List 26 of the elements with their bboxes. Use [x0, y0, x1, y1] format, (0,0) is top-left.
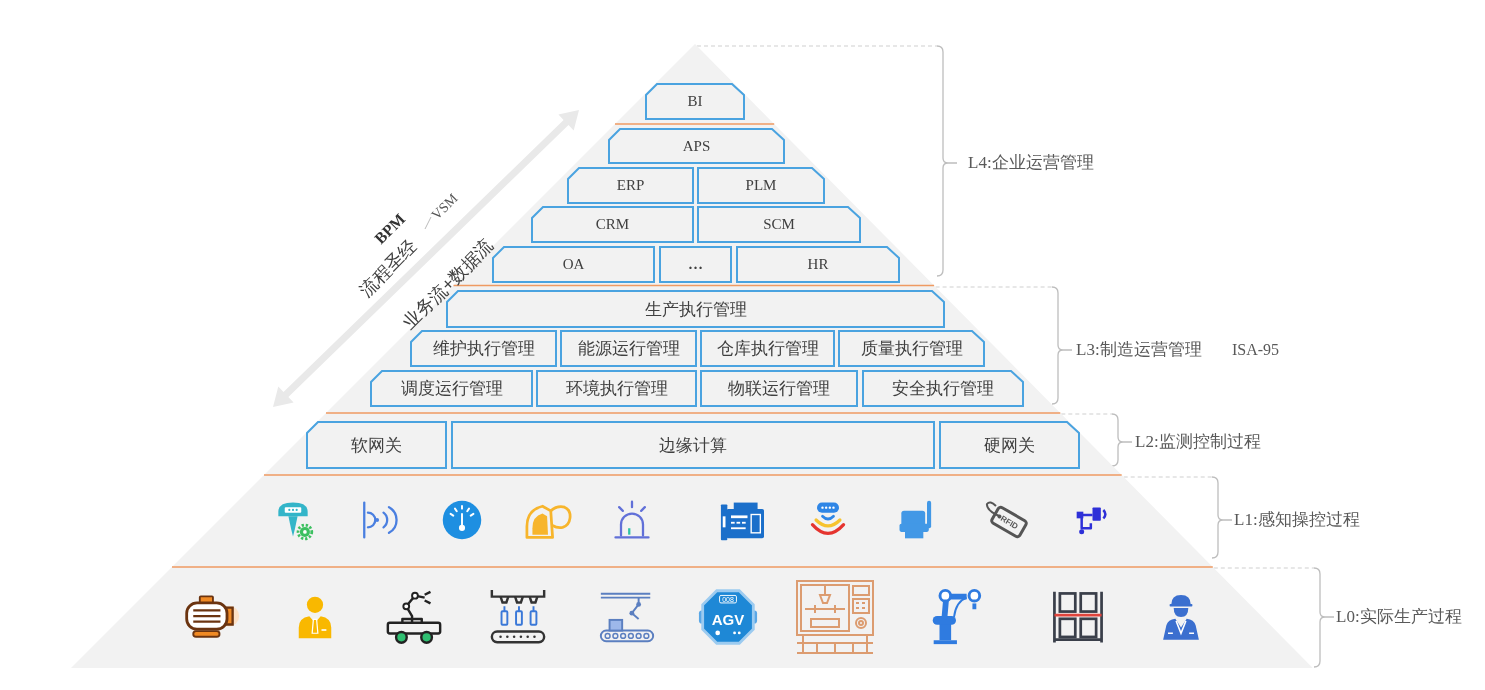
module-box: 调度运行管理: [370, 370, 533, 407]
module-box: BI: [645, 83, 745, 120]
module-box: 物联运行管理: [700, 370, 858, 407]
module-box: 安全执行管理: [862, 370, 1024, 407]
module-box: 维护执行管理: [410, 330, 557, 367]
module-box: CRM: [531, 206, 694, 243]
module-box: 软网关: [306, 421, 447, 469]
standard-label: ISA-95: [1232, 341, 1280, 359]
module-box: APS: [608, 128, 785, 164]
tier-label: L2:监测控制过程: [1135, 432, 1261, 452]
module-box: …: [659, 246, 732, 283]
module-box: 质量执行管理: [838, 330, 985, 367]
module-box: PLM: [697, 167, 825, 204]
tier-label: L1:感知操控过程: [1234, 510, 1360, 530]
module-box: SCM: [697, 206, 861, 243]
module-box: HR: [736, 246, 900, 283]
tier-label: L0:实际生产过程: [1336, 607, 1462, 627]
module-box: 硬网关: [939, 421, 1080, 469]
badge-text: AGV: [711, 611, 745, 627]
module-box: 仓库执行管理: [700, 330, 835, 367]
module-box: 边缘计算: [451, 421, 935, 469]
module-box: 能源运行管理: [560, 330, 697, 367]
tier-label: L4:企业运营管理: [968, 153, 1094, 173]
tier-label: L3:制造运营管理: [1076, 340, 1202, 360]
module-box: ERP: [567, 167, 694, 204]
module-box: 环境执行管理: [536, 370, 697, 407]
